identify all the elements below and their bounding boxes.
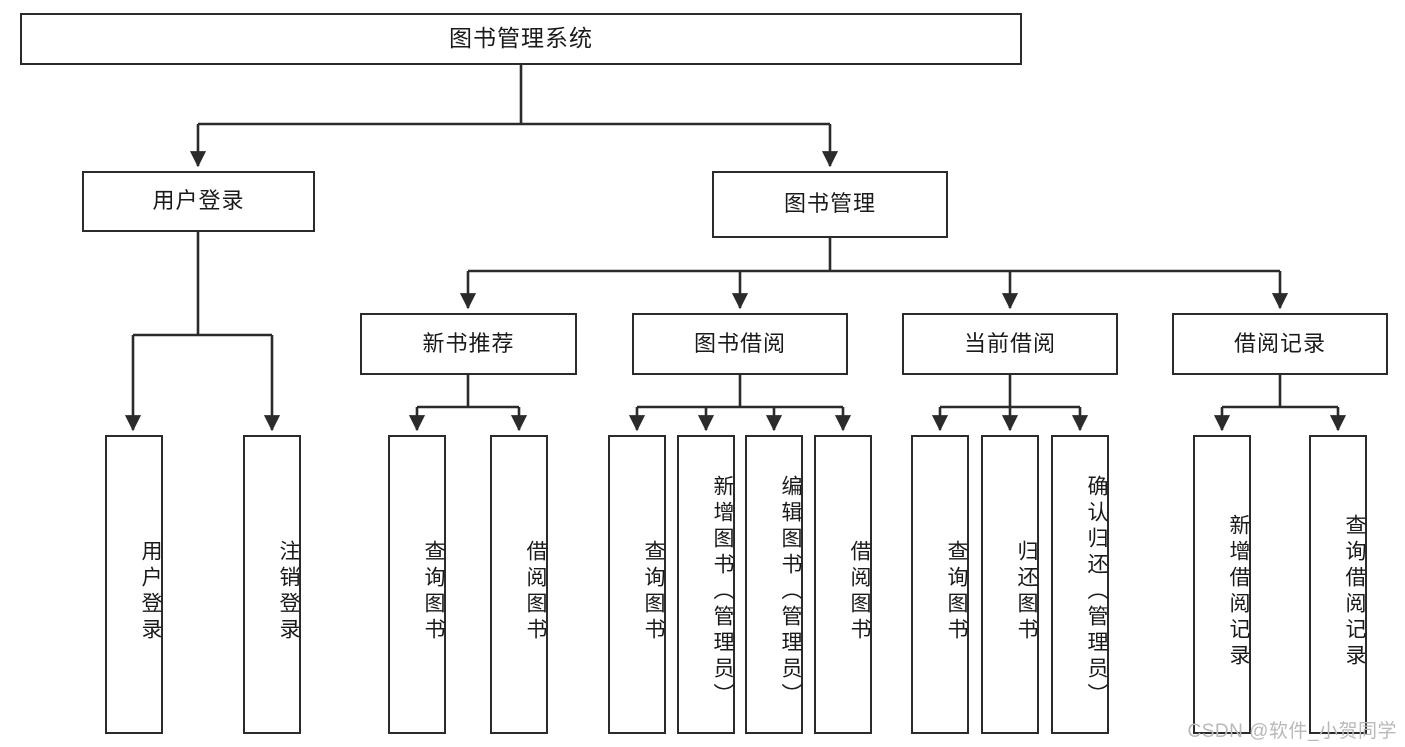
node-user-login[interactable]: 用户登录: [82, 171, 315, 232]
leaf-borrow-record-add[interactable]: 新增借阅记录: [1193, 435, 1251, 734]
node-current-borrow[interactable]: 当前借阅: [902, 313, 1118, 375]
leaf-label: 查询借阅记录: [1343, 513, 1366, 670]
leaf-label: 查询图书: [422, 539, 445, 644]
leaf-new-book-borrow[interactable]: 借阅图书: [490, 435, 548, 734]
node-root-system[interactable]: 图书管理系统: [20, 13, 1022, 65]
leaf-label: 借阅图书: [524, 539, 547, 644]
leaf-label: 查询图书: [945, 539, 968, 644]
leaf-book-borrow-query[interactable]: 查询图书: [608, 435, 666, 734]
node-book-borrow[interactable]: 图书借阅: [632, 313, 848, 375]
leaf-book-borrow-add[interactable]: 新增图书（管理员）: [677, 435, 735, 734]
leaf-label: 确认归还（管理员）: [1085, 474, 1108, 709]
node-borrow-record[interactable]: 借阅记录: [1172, 313, 1388, 375]
leaf-book-borrow-edit[interactable]: 编辑图书（管理员）: [745, 435, 803, 734]
leaf-book-borrow-borrow[interactable]: 借阅图书: [814, 435, 872, 734]
node-book-management[interactable]: 图书管理: [712, 171, 948, 238]
leaf-borrow-record-query[interactable]: 查询借阅记录: [1309, 435, 1367, 734]
leaf-label: 注销登录: [277, 539, 300, 644]
leaf-new-book-query[interactable]: 查询图书: [388, 435, 446, 734]
leaf-label: 新增借阅记录: [1227, 513, 1250, 670]
leaf-user-login-logout[interactable]: 注销登录: [243, 435, 301, 734]
leaf-label: 用户登录: [139, 539, 162, 644]
leaf-current-borrow-confirm-return[interactable]: 确认归还（管理员）: [1051, 435, 1109, 734]
watermark-text: CSDN @软件_小贺同学: [1187, 721, 1397, 742]
leaf-label: 归还图书: [1015, 539, 1038, 644]
leaf-label: 新增图书（管理员）: [711, 474, 734, 709]
leaf-label: 查询图书: [642, 539, 665, 644]
leaf-current-borrow-return[interactable]: 归还图书: [981, 435, 1039, 734]
leaf-user-login-login[interactable]: 用户登录: [105, 435, 163, 734]
leaf-label: 借阅图书: [848, 539, 871, 644]
leaf-current-borrow-query[interactable]: 查询图书: [911, 435, 969, 734]
leaf-label: 编辑图书（管理员）: [779, 474, 802, 709]
node-new-book-recommend[interactable]: 新书推荐: [360, 313, 577, 375]
